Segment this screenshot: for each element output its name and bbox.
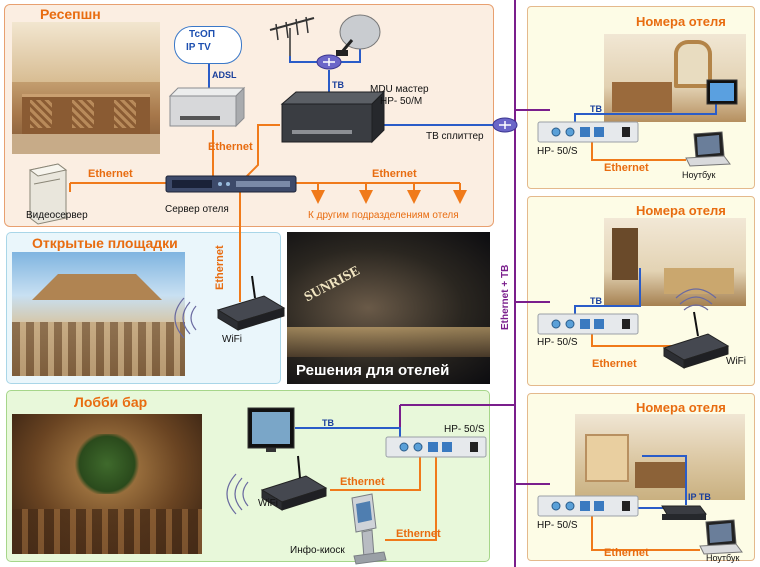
adsl-label: ADSL [212,70,237,80]
laptop-room1-icon [685,131,731,167]
ethernet-label-room1: Ethernet [604,162,649,174]
wifi-router-room2-icon [662,311,730,369]
wifi-label-lobby: WiFi [258,498,278,509]
iptv-label-line2: IP TV [186,42,211,53]
wifi-router-open-icon [216,275,286,331]
mdu-master-icon [280,90,386,144]
banner-title: Решения для отелей [296,362,450,379]
banner-photo [287,232,490,384]
ethernet-label-adsl: Ethernet [208,141,253,153]
other-depts-label: К другим подразделениям отеля [308,210,459,221]
wifi-router-lobby-icon [260,455,328,511]
hotel-server-label: Сервер отеля [165,204,229,215]
tv-splitter-label: ТВ сплиттер [426,131,484,142]
reception-title: Ресепшн [40,6,101,22]
hp50s-room1-icon [537,121,639,143]
laptop-label-room1: Ноутбук [682,170,716,180]
ethernet-label-other: Ethernet [372,168,417,180]
lobby-photo [12,414,202,554]
reception-photo [12,22,160,154]
hp50s-room3-icon [537,495,639,517]
tv-lobby-icon [247,407,295,452]
ethernet-label-lobby-wifi: Ethernet [340,476,385,488]
wifi-waves-lobby [226,473,249,515]
room-title-1: Номера отеля [636,14,726,29]
ethernet-tv-trunk-label: Ethernet + ТВ [500,264,511,330]
tv-label-reception: ТВ [332,80,344,90]
hp50s-label-room3: HP- 50/S [537,520,578,531]
tv-room1-icon [706,79,738,105]
wifi-waves-open [174,297,197,339]
mdu-label-line1: MDU мастер [370,84,429,95]
wifi-waves-room2 [675,288,717,311]
tv-splitter-node-top [316,54,342,70]
ethernet-label-open: Ethernet [214,245,226,290]
ethernet-label-room3: Ethernet [604,547,649,559]
ethernet-label-lobby-kiosk: Ethernet [396,528,441,540]
hp50s-label-room2: HP- 50/S [537,337,578,348]
open-areas-title: Открытые площадки [32,235,178,251]
laptop-label-room3: Ноутбук [706,553,740,563]
tv-label-room2: ТВ [590,296,602,306]
ethernet-label-videoserver: Ethernet [88,168,133,180]
video-server-icon [28,163,68,225]
ethernet-label-room2: Ethernet [592,358,637,370]
hp50s-label-lobby: HP- 50/S [444,424,485,435]
room-photo-1 [604,34,746,122]
tv-splitter-node-main [492,117,518,133]
open-areas-photo [12,252,185,376]
wifi-label-open: WiFi [222,334,242,345]
hp50s-room2-icon [537,313,639,335]
video-server-label: Видеосервер [26,210,88,221]
iptv-cloud [174,26,242,64]
laptop-room3-icon [699,519,743,555]
adsl-modem-icon [168,86,246,128]
tv-label-room1: ТВ [590,104,602,114]
hp50s-lobby-icon [385,436,487,458]
hotel-server-icon [165,175,297,193]
tv-label-lobby: ТВ [322,418,334,428]
info-kiosk-icon [351,493,387,565]
wifi-label-room2: WiFi [726,356,746,367]
mdu-label-line2: HP- 50/M [380,96,423,107]
lobby-bar-title: Лобби бар [74,394,148,410]
info-kiosk-label: Инфо-киоск [290,545,345,556]
iptv-label-line1: ТсОП [189,29,216,40]
iptv-box-icon [661,505,707,520]
room-title-3: Номера отеля [636,400,726,415]
room-title-2: Номера отеля [636,203,726,218]
antenna-icon [269,16,315,56]
hp50s-label-room1: HP- 50/S [537,146,578,157]
satellite-dish-icon [336,14,381,56]
iptv-box-label: IP ТВ [688,492,711,502]
